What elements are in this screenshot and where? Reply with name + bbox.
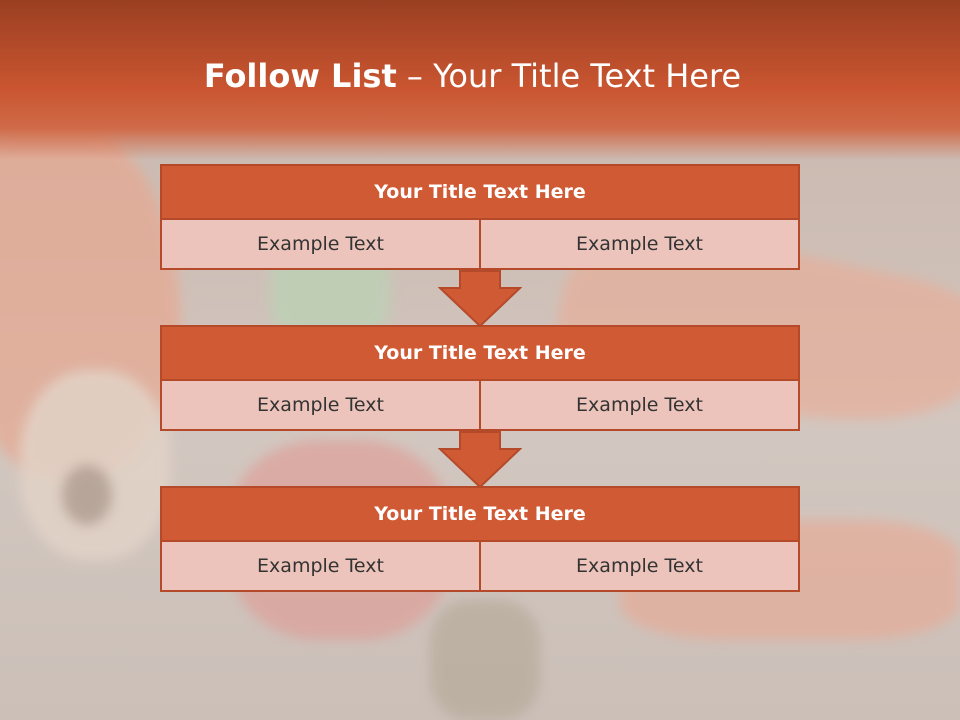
background-spool-hole — [62, 465, 112, 525]
slide-title-bold: Follow List — [203, 57, 397, 95]
down-arrow-icon — [438, 270, 522, 328]
block-cell-left: Example Text — [160, 220, 481, 270]
block-title: Your Title Text Here — [160, 486, 800, 542]
block-title: Your Title Text Here — [160, 164, 800, 220]
down-arrow-icon — [438, 431, 522, 489]
block-cell-right: Example Text — [481, 542, 800, 592]
block-cell-right: Example Text — [481, 381, 800, 431]
header-band — [0, 0, 960, 160]
block-title: Your Title Text Here — [160, 325, 800, 381]
background-spool — [20, 370, 170, 560]
background-thimble — [430, 600, 540, 720]
block-row: Example Text Example Text — [160, 220, 800, 270]
slide-title-rest: – Your Title Text Here — [396, 57, 742, 95]
block-cell-right: Example Text — [481, 220, 800, 270]
list-block-1: Your Title Text Here Example Text Exampl… — [160, 164, 800, 270]
list-block-2: Your Title Text Here Example Text Exampl… — [160, 325, 800, 431]
list-block-3: Your Title Text Here Example Text Exampl… — [160, 486, 800, 592]
block-cell-left: Example Text — [160, 542, 481, 592]
block-row: Example Text Example Text — [160, 542, 800, 592]
block-row: Example Text Example Text — [160, 381, 800, 431]
slide-title: Follow List – Your Title Text Here — [0, 52, 945, 100]
block-cell-left: Example Text — [160, 381, 481, 431]
